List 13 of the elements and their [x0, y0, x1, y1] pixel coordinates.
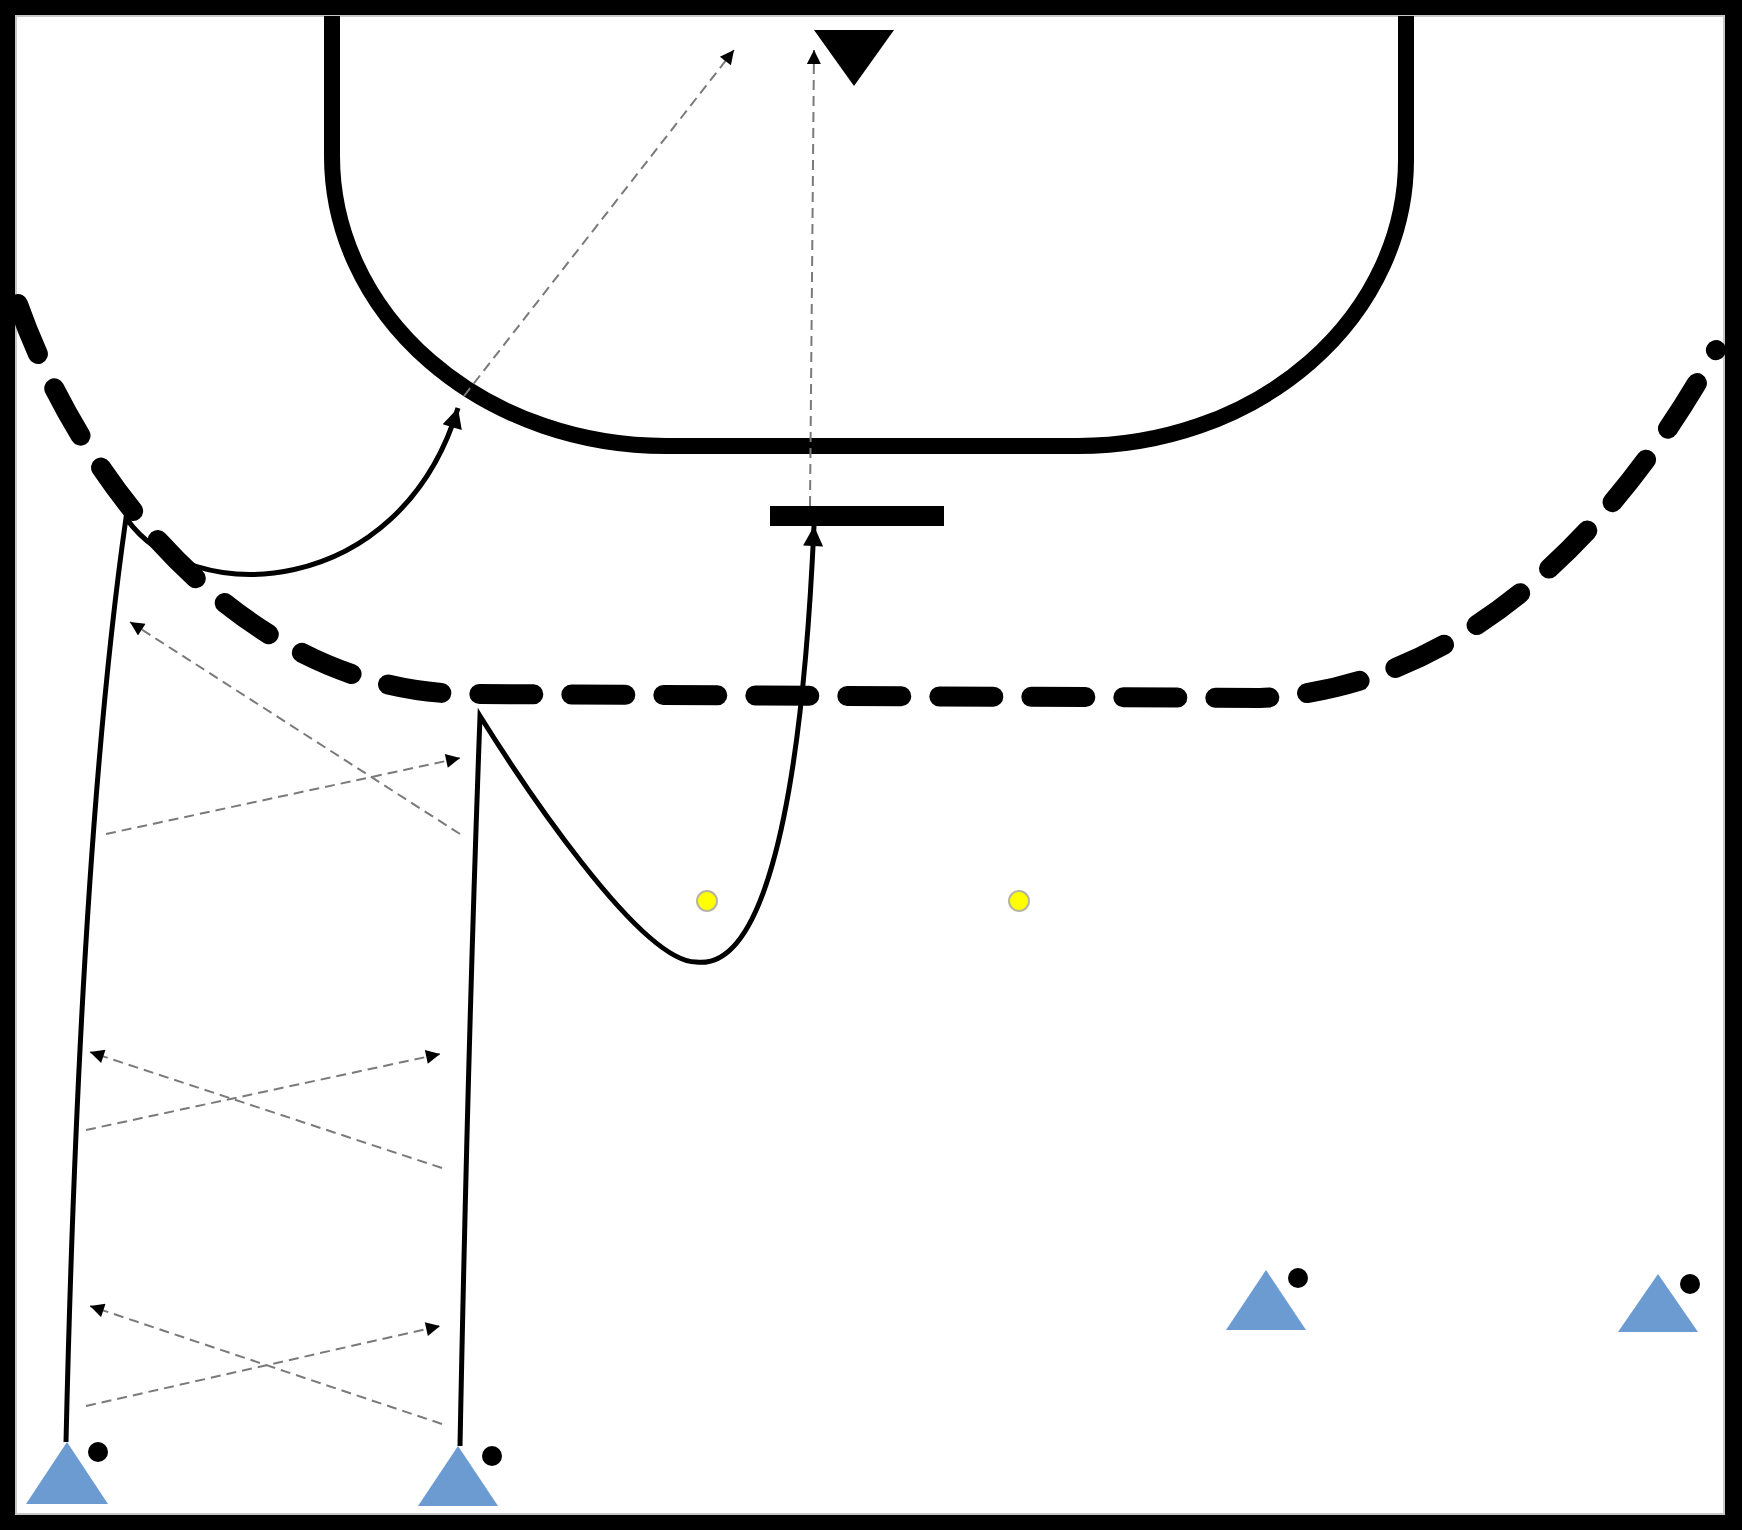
running-path-arrow: [457, 525, 823, 1447]
player-icon: [1618, 1274, 1698, 1332]
barrier-bar: [770, 506, 944, 526]
player-icon: [418, 1446, 498, 1506]
running-path-arrow: [63, 407, 461, 1443]
pass-arrow: [806, 49, 821, 507]
ball-icon: [88, 1442, 108, 1462]
ball-icon: [1288, 1268, 1308, 1288]
player-icon: [26, 1442, 108, 1504]
player-icon: [1226, 1270, 1306, 1330]
goalkeeper-icon: [814, 30, 894, 86]
ball-icon: [482, 1446, 502, 1466]
ball-icon: [1680, 1274, 1700, 1294]
